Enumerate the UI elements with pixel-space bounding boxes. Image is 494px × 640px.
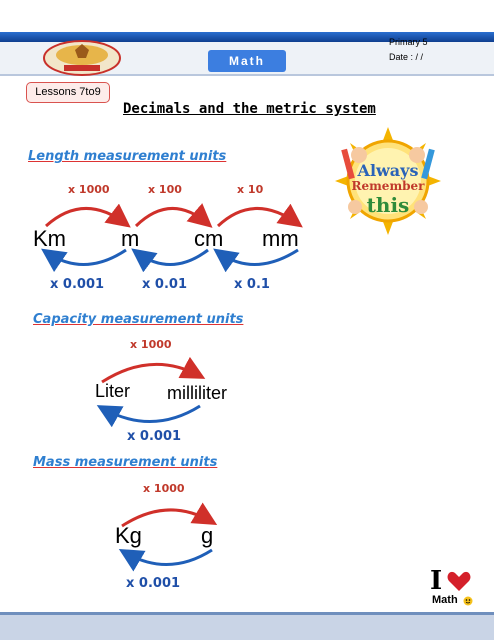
smiley-icon (463, 596, 473, 606)
badge-line2: Remember (351, 179, 425, 193)
logo-word-math: Math (432, 594, 458, 606)
i-love-math-logo: I Math (430, 566, 474, 608)
length-div-2: x 0.01 (142, 277, 187, 292)
length-heading: Length measurement units (28, 149, 227, 164)
mass-arrows (118, 502, 218, 572)
mass-heading: Mass measurement units (33, 455, 218, 470)
footer-line (0, 612, 494, 615)
unit-km: Km (33, 226, 66, 251)
unit-kg: Kg (115, 523, 142, 548)
badge-line3: this (366, 193, 410, 217)
unit-milliliter: milliliter (167, 383, 227, 403)
primary-label: Primary 5 (389, 37, 428, 47)
length-div-3: x 0.1 (234, 277, 270, 292)
arrow-liter-ml-top (101, 356, 206, 384)
arrow-g-kg-bottom (118, 548, 213, 572)
arrow-cm-m-bottom (131, 248, 209, 272)
heart-icon (447, 571, 471, 591)
unit-liter: Liter (95, 381, 131, 401)
logo-letter-i: I (430, 566, 443, 596)
arrow-m-cm-top (134, 203, 213, 228)
always-remember-badge: Always Remember this (333, 125, 443, 237)
length-arrows (41, 203, 303, 272)
arrow-m-km-bottom (41, 248, 127, 272)
length-mult-3: x 10 (237, 183, 264, 196)
arrow-cm-mm-top (216, 203, 303, 228)
header-top-bar (0, 32, 494, 42)
mass-mult: x 1000 (143, 482, 185, 495)
sun-badge-icon (335, 127, 441, 235)
unit-mm: mm (262, 226, 299, 251)
length-mult-1: x 1000 (68, 183, 110, 196)
arrow-km-m-top (45, 203, 131, 228)
arrow-mm-cm-bottom (213, 248, 299, 272)
capacity-div: x 0.001 (127, 429, 182, 444)
mass-div: x 0.001 (126, 576, 181, 591)
unit-g: g (201, 523, 214, 548)
arrow-kg-g-top (121, 502, 218, 528)
unit-cm: cm (194, 226, 224, 251)
length-mult-2: x 100 (148, 183, 182, 196)
badge-line1: Always (357, 161, 419, 180)
length-div-1: x 0.001 (50, 277, 105, 292)
date-label: Date : / / (389, 52, 424, 62)
page-title: Decimals and the metric system (123, 101, 376, 117)
school-logo (42, 38, 122, 78)
footer-band (0, 612, 494, 640)
math-banner: Math (208, 50, 286, 72)
capacity-mult: x 1000 (130, 338, 172, 351)
capacity-arrows (96, 356, 206, 428)
unit-m: m (121, 226, 140, 251)
arrow-ml-liter-bottom (96, 404, 201, 428)
lessons-tag: Lessons 7to9 (26, 82, 110, 103)
capacity-heading: Capacity measurement units (33, 312, 244, 327)
